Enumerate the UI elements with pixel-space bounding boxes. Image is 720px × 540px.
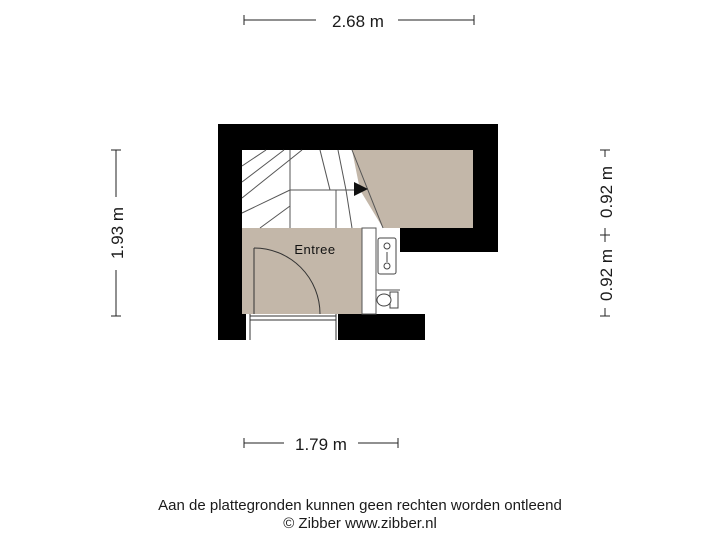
toilet-icon <box>376 291 399 309</box>
wall-fill-right <box>400 228 473 252</box>
dimension-left <box>111 149 121 317</box>
front-door-opening <box>246 314 338 340</box>
dimension-top-label: 2.68 m <box>332 12 384 31</box>
dimension-bottom-label: 1.79 m <box>295 435 347 454</box>
dimension-right-upper-label: 0.92 m <box>597 166 616 218</box>
dimension-left-label: 1.93 m <box>108 207 127 259</box>
entrance-floor <box>242 228 362 314</box>
dimension-bottom <box>243 438 399 448</box>
dimension-top <box>243 15 475 25</box>
front-door <box>249 247 337 340</box>
room-label-entrance: Entree <box>294 242 335 257</box>
storage-floor <box>352 150 473 228</box>
dimension-right <box>600 149 610 317</box>
copyright-text: © Zibber www.zibber.nl <box>283 515 437 532</box>
toilet-wall-strip <box>361 227 377 315</box>
dimension-right-lower-label: 0.92 m <box>597 249 616 301</box>
stair-direction-arrow <box>354 182 368 196</box>
disclaimer-text: Aan de plattegronden kunnen geen rechten… <box>158 497 562 514</box>
washbasin-icon <box>377 237 397 275</box>
